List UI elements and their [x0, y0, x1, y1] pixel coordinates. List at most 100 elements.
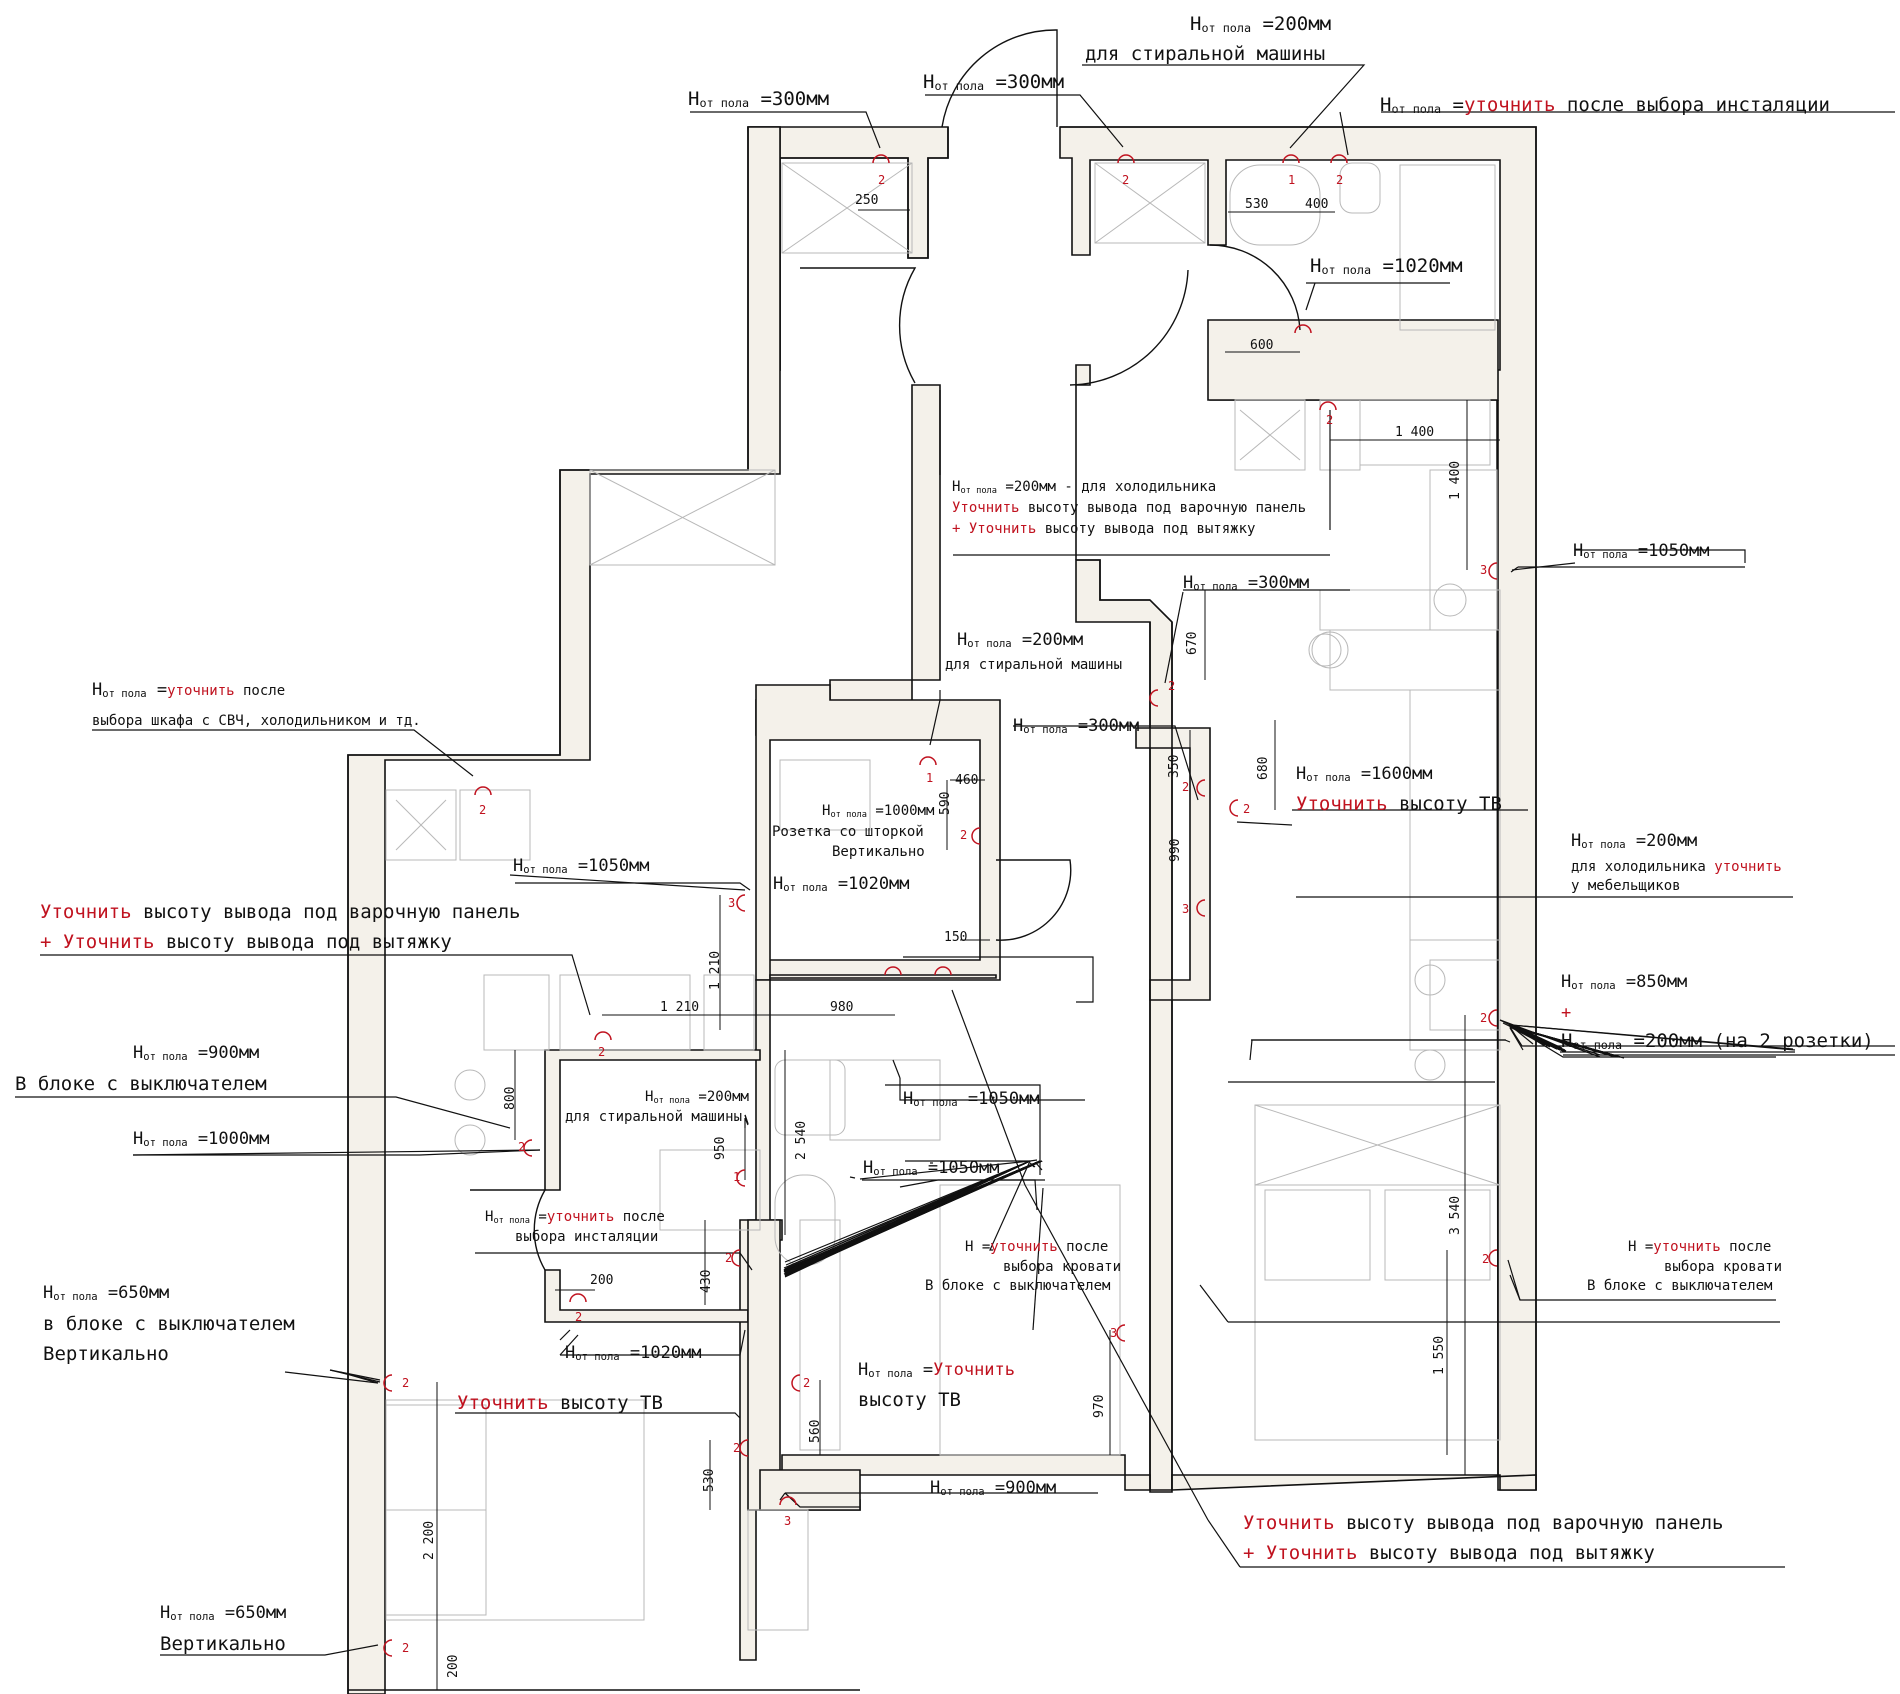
label-bed-right-2: выбора кровати [1664, 1259, 1783, 1275]
label-h650-b: Hот пола =650мм [160, 1603, 287, 1623]
dim-600: 600 [1250, 338, 1274, 353]
dim-560: 560 [808, 1419, 823, 1443]
label-washer-note-top: для стиральной машины [1085, 43, 1326, 65]
dim-680: 680 [1256, 756, 1271, 780]
wall-segment [1075, 559, 1173, 1493]
label-h200-washer-mid: Hот пола =200мм [957, 630, 1084, 650]
socket-count: 2 [1326, 413, 1334, 427]
label-h650-vertical: Вертикально [43, 1343, 169, 1365]
socket-count: 2 [598, 1045, 606, 1059]
leader-lines [690, 64, 1895, 1083]
label-tv-height: Уточнить высоту ТВ [1296, 793, 1502, 815]
label-hob-bottom: Уточнить высоту вывода под варочную пане… [1243, 1512, 1724, 1534]
dimension-lines [436, 209, 1500, 1690]
label-h1050-hall: Hот пола =1050мм [903, 1089, 1040, 1109]
label-plus: + [1561, 1003, 1572, 1023]
dim-1400-h: 1 400 [1395, 425, 1435, 440]
label-fridge-makers: у мебельщиков [1571, 878, 1681, 894]
dim-1400-v: 1 400 [1448, 460, 1463, 500]
label-h1000-shutter: Hот пола =1000мм [822, 803, 935, 820]
dim-590: 590 [938, 791, 953, 815]
label-hood-left: + Уточнить высоту вывода под вытяжку [40, 931, 452, 953]
socket-count: 2 [402, 1376, 410, 1390]
dim-970: 970 [1092, 1394, 1107, 1418]
dim-980: 980 [830, 1000, 854, 1015]
socket-count: 3 [1182, 902, 1190, 916]
dim-1550: 1 550 [1432, 1335, 1447, 1375]
label-washer-note-bath: для стиральной машины [565, 1109, 743, 1125]
label-h300-center-top: Hот пола =300мм [923, 71, 1065, 93]
label-h200-two-sockets: Hот пола =200мм (на 2 розетки) [1561, 1030, 1874, 1052]
label-h1050-right: Hот пола =1050мм [1573, 541, 1710, 561]
door-swings [470, 29, 1301, 1271]
label-h900-switch: Hот пола =900мм [133, 1043, 260, 1063]
label-fridge-furniture: для холодильника уточнить [1571, 859, 1782, 875]
socket-count: 2 [803, 1376, 811, 1390]
socket-count: 3 [784, 1514, 792, 1528]
socket-count: 2 [1336, 173, 1344, 187]
label-fridge-hob: Уточнить высоту вывода под варочную пане… [952, 500, 1307, 516]
socket-count: 3 [1110, 1326, 1118, 1340]
dim-800: 800 [503, 1086, 518, 1110]
dim-460: 460 [955, 773, 979, 788]
label-h900-bottom: Hот пола =900мм [930, 1478, 1057, 1498]
dim-400: 400 [1305, 197, 1329, 212]
dim-670: 670 [1185, 631, 1200, 655]
label-washer-note-mid: для стиральной машины [945, 657, 1123, 673]
wall-outlines [347, 126, 1537, 1694]
label-microwave-cabinet: Hот пола =уточнить после [92, 680, 286, 700]
label-fridge-note: Hот пола =200мм - для холодильника [952, 479, 1217, 496]
label-microwave-note: выбора шкафа с СВЧ, холодильником и тд. [92, 713, 421, 729]
socket-count: 1 [1288, 173, 1296, 187]
socket-count: 2 [479, 803, 487, 817]
label-hob-left: Уточнить высоту вывода под варочную пане… [40, 901, 521, 923]
dim-990: 990 [1168, 838, 1183, 862]
label-shutter-socket: Розетка со шторкой [772, 824, 924, 840]
socket-count: 2 [725, 1251, 733, 1265]
label-h1050-left: Hот пола =1050мм [513, 856, 650, 876]
label-h200-fridge: Hот пола =200мм [1571, 831, 1698, 851]
dim-950: 950 [713, 1136, 728, 1160]
label-h300-left-top: Hот пола =300мм [688, 88, 830, 110]
dim-150: 150 [944, 930, 968, 945]
socket-count: 1 [733, 1170, 741, 1184]
socket-count: 2 [1168, 679, 1176, 693]
label-hood-bottom: + Уточнить высоту вывода под вытяжку [1243, 1542, 1655, 1564]
label-h1050-mid: Hот пола =1050мм [863, 1158, 1000, 1178]
dim-530: 530 [1245, 197, 1269, 212]
label-h1020-top: Hот пола =1020мм [1310, 255, 1463, 277]
label-bed-mid: H =уточнить после [965, 1239, 1109, 1255]
furniture [385, 162, 1501, 1631]
label-h850: Hот пола =850мм [1561, 972, 1688, 992]
label-tv-left: Уточнить высоту ТВ [457, 1392, 663, 1414]
socket-count: 2 [960, 828, 968, 842]
label-h1020-bottom: Hот пола =1020мм [565, 1343, 702, 1363]
label-h200-washer-top: Hот пола =200мм [1190, 13, 1332, 35]
label-tv-mid: Hот пола =Уточнить [858, 1360, 1016, 1380]
label-tv-mid-2: высоту ТВ [858, 1389, 961, 1411]
label-h650-switch: в блоке с выключателем [43, 1313, 295, 1335]
socket-count: 2 [1122, 173, 1130, 187]
label-bed-right-3: В блоке с выключателем [1587, 1278, 1773, 1294]
dim-2540: 2 540 [794, 1120, 809, 1160]
socket-count: 2 [1480, 1011, 1488, 1025]
wall-segment [759, 1469, 861, 1511]
dim-2200: 2 200 [422, 1520, 437, 1560]
leader-lines-3 [160, 989, 1785, 1656]
socket-count: 3 [728, 896, 736, 910]
socket-count: 2 [733, 1441, 741, 1455]
socket-count: 2 [878, 173, 886, 187]
label-h650-b-vertical: Вертикально [160, 1633, 286, 1655]
socket-count: 2 [1243, 802, 1251, 816]
wall-segment [755, 384, 941, 736]
dim-430: 430 [699, 1269, 714, 1293]
dim-200-bottom: 200 [446, 1654, 461, 1678]
label-switch-block: В блоке с выключателем [15, 1073, 267, 1095]
label-installation-bath: Hот пола =уточнить после [485, 1209, 665, 1226]
label-h1020-mid: Hот пола =1020мм [773, 874, 910, 894]
wall-segment [1207, 319, 1499, 401]
socket-count: 2 [518, 1140, 526, 1154]
wall-segment [769, 974, 997, 979]
